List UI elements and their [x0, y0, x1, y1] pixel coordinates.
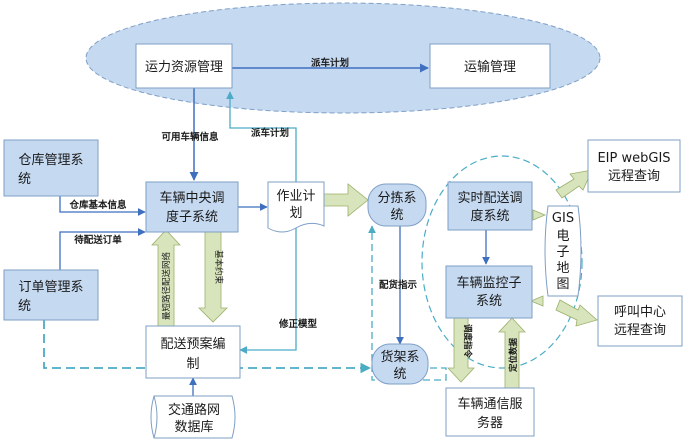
road-db-inner-edge	[153, 395, 158, 439]
eip-label-line1: EIP webGIS	[597, 151, 670, 166]
order-label-line2: 统	[18, 299, 31, 314]
road-db-label-line2: 数据库	[174, 419, 213, 435]
realtime-dispatch-box[interactable]	[447, 181, 533, 231]
eip-webgis-box[interactable]	[587, 139, 681, 193]
vehicle-monitor-box[interactable]	[445, 265, 533, 319]
monitor-to-gis-arrow	[529, 295, 544, 307]
shelf-label-line1: 货架系	[380, 349, 419, 365]
work-plan-label-line2: 划	[289, 206, 302, 221]
order-to-shelf-dashed-line	[43, 320, 372, 374]
gis-label-line3: 子	[556, 245, 569, 260]
gis-label-line2: 电	[556, 229, 569, 244]
vehicle-comm-server-box[interactable]	[445, 387, 535, 437]
call-center-label-line2: 远程查询	[614, 323, 666, 338]
location-data-label: 定位数据	[508, 337, 519, 373]
dispatch-plan-mid-label: 派车计划	[251, 127, 289, 139]
sorting-label-line2: 统	[390, 208, 403, 223]
revise-model-arrow	[239, 228, 297, 354]
basic-constraints-label: 基本约束	[213, 250, 224, 285]
call-center-box[interactable]	[597, 295, 683, 347]
shelf-system-box[interactable]	[371, 343, 429, 385]
warehouse-box[interactable]	[3, 139, 99, 197]
distribution-plan-box[interactable]	[145, 325, 241, 379]
gis-map-scroll[interactable]	[544, 205, 582, 297]
central-dispatch-label-line1: 车辆中央调	[159, 190, 224, 206]
warehouse-info-arrow	[59, 196, 146, 216]
comm-server-label-line2: 务器	[477, 415, 503, 431]
pending-orders-label: 待配送订单	[74, 234, 122, 246]
vehicle-monitor-label-line2: 系统	[476, 294, 502, 309]
order-box[interactable]	[3, 269, 99, 321]
shelf-label-line2: 统	[393, 367, 406, 382]
central-dispatch-label-line2: 度子系统	[166, 209, 218, 225]
order-label-line1: 订单管理系	[18, 280, 83, 295]
call-center-label-line1: 呼叫中心	[614, 305, 666, 320]
road-network-database[interactable]	[150, 395, 236, 439]
eip-label-line2: 远程查询	[608, 169, 660, 184]
optimal-route-label: 最短路径配送网络	[161, 251, 172, 320]
central-dispatch-box[interactable]	[145, 181, 239, 233]
realtime-dispatch-label-line1: 实时配送调	[457, 191, 522, 206]
dispatch-command-label: 调度指令	[462, 324, 473, 359]
work-plan-document[interactable]	[267, 181, 325, 233]
plan-to-sorting-arrow	[321, 183, 369, 217]
shelf-to-sorting-dashed-line	[368, 225, 447, 381]
route-up-arrow	[151, 229, 181, 327]
gis-label-line4: 地	[556, 261, 569, 276]
plan-feedback-line	[226, 91, 297, 182]
sorting-system-box[interactable]	[367, 183, 427, 227]
gis-label-line5: 图	[556, 277, 569, 292]
work-plan-label-line1: 作业计	[276, 189, 315, 204]
picking-instruction-label: 配货指示	[379, 279, 418, 291]
command-down-arrow	[447, 317, 475, 383]
road-db-label-line1: 交通路网	[168, 402, 220, 418]
comm-server-label-line1: 车辆通信服	[457, 396, 522, 412]
constraint-down-arrow	[198, 231, 228, 323]
gis-to-eip-arrow	[555, 169, 593, 199]
revise-model-label: 修正模型	[278, 318, 318, 330]
vehicle-monitor-label-line1: 车辆监控子	[456, 275, 521, 291]
realtime-to-gis-arrow	[532, 209, 547, 221]
available-vehicles-label: 可用车辆信息	[161, 131, 219, 143]
warehouse-label-line1: 仓库管理系	[18, 152, 83, 168]
distribution-plan-label-line1: 配送预案编	[160, 337, 225, 352]
transport-resource-box[interactable]	[135, 43, 233, 89]
sorting-label-line1: 分拣系	[377, 191, 416, 206]
gis-to-call-arrow	[555, 299, 598, 327]
dispatch-plan-top-label: 派车计划	[311, 57, 349, 69]
gis-region-ellipse	[421, 155, 583, 369]
gis-label-line1: GIS	[552, 211, 574, 226]
warehouse-label-line2: 统	[18, 172, 31, 187]
transport-mgmt-label: 运输管理	[464, 59, 516, 75]
realtime-dispatch-label-line2: 度系统	[470, 208, 509, 224]
location-up-arrow	[498, 317, 526, 389]
pending-orders-arrow	[59, 228, 146, 270]
transport-mgmt-box[interactable]	[429, 43, 551, 89]
distribution-plan-label-line2: 制	[186, 357, 199, 372]
warehouse-info-label: 仓库基本信息	[68, 199, 127, 211]
transport-resource-label: 运力资源管理	[145, 60, 223, 75]
